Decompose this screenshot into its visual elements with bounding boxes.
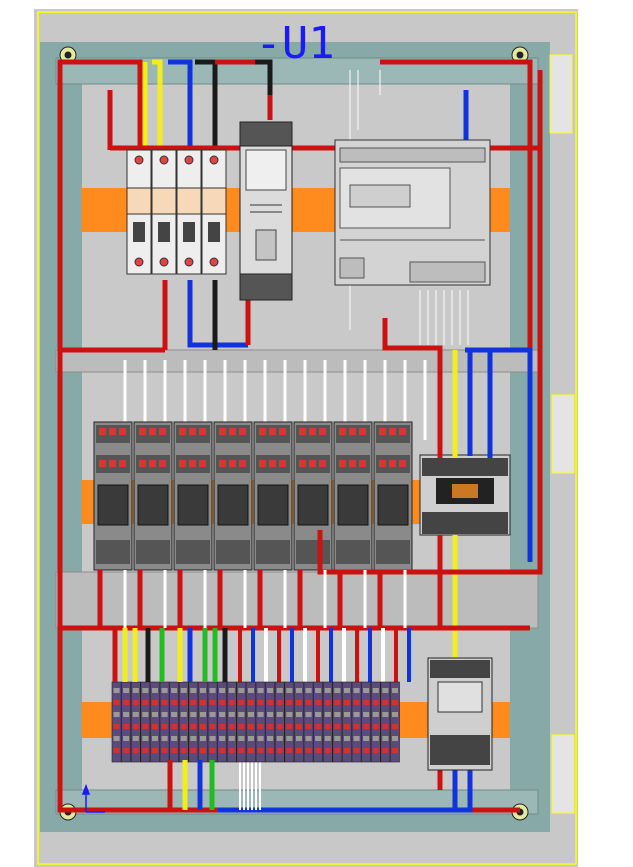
relay-output-wires [97, 570, 411, 810]
terminal-block [332, 681, 343, 763]
relay-module [253, 421, 293, 571]
top-wiring [57, 59, 540, 355]
terminal-block [370, 681, 381, 763]
terminal-block [236, 681, 247, 763]
contactor-lower [427, 657, 493, 771]
duct-upper-middle [55, 349, 539, 373]
terminal-block [226, 681, 237, 763]
duct-lower-middle [55, 571, 539, 629]
terminal-block [217, 681, 228, 763]
terminal-block [150, 681, 160, 763]
terminal-block [159, 681, 170, 763]
terminal-block [169, 681, 180, 763]
terminal-block [313, 681, 324, 763]
relay-module [373, 421, 413, 571]
terminal-block [255, 681, 266, 763]
terminal-block [265, 681, 276, 763]
relay-bank [93, 421, 413, 571]
terminal-block [322, 681, 333, 763]
terminal-block [178, 681, 189, 763]
terminal-block [284, 681, 295, 763]
cabinet-label: -U1 [255, 18, 334, 69]
terminal-block [140, 681, 151, 763]
relay-module [133, 421, 173, 571]
terminal-block [188, 681, 199, 763]
relay-module [333, 421, 373, 571]
circuit-breaker [126, 149, 227, 275]
terminal-block [130, 681, 141, 763]
relay-module [93, 421, 133, 571]
terminal-block [111, 681, 122, 763]
terminal-feed-wires [112, 628, 228, 810]
terminal-block [351, 681, 362, 763]
enclosure-outline [37, 11, 577, 865]
terminal-block [198, 681, 208, 763]
power-supply [239, 121, 293, 301]
relay-module [173, 421, 213, 571]
terminal-block [303, 681, 314, 763]
terminal-block [246, 681, 256, 763]
terminal-block [207, 681, 218, 763]
relay-module [293, 421, 333, 571]
terminal-block [294, 681, 304, 763]
terminal-block [274, 681, 285, 763]
origin-marker [81, 783, 105, 813]
terminal-block [390, 681, 400, 763]
relay-module [213, 421, 253, 571]
door-hinges [549, 54, 575, 814]
terminal-block [121, 681, 131, 763]
contactor-upper [419, 454, 511, 536]
terminal-block [361, 681, 372, 763]
terminal-block [380, 681, 391, 763]
plc-controller [334, 139, 491, 286]
terminal-block [342, 681, 352, 763]
terminal-block-strip [111, 681, 400, 763]
